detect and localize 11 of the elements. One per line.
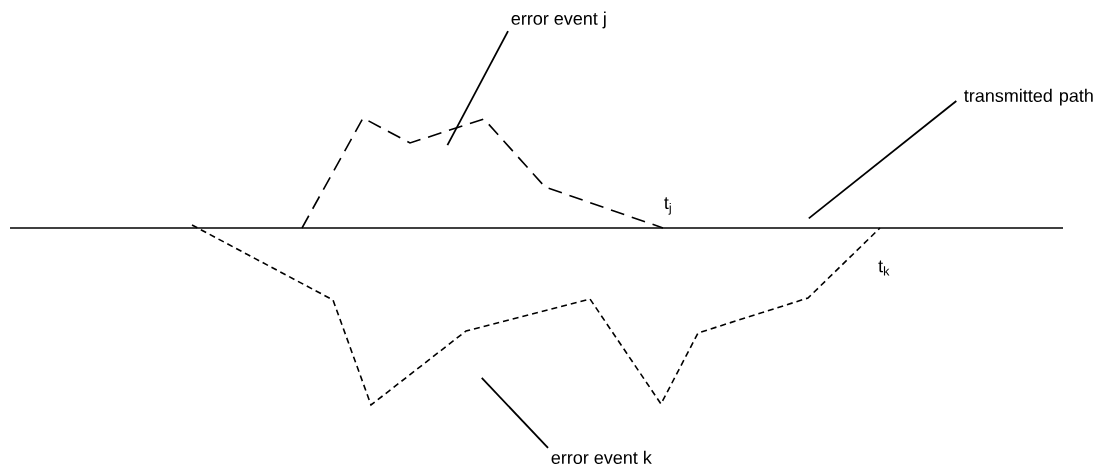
dotted-path (191, 224, 881, 407)
callout-text: transmitted path (964, 88, 1093, 106)
dashed-path (301, 116, 664, 229)
transmitted-path-line (9, 227, 1064, 229)
leader-line (480, 376, 549, 449)
callout-text: error event k (551, 450, 652, 464)
callout-text: error event j (511, 11, 606, 29)
time-label: t$_{j}$ (664, 197, 671, 215)
leader-line (807, 100, 958, 220)
time-label: t$_{k}$ (878, 260, 890, 276)
leader-line (446, 30, 509, 147)
